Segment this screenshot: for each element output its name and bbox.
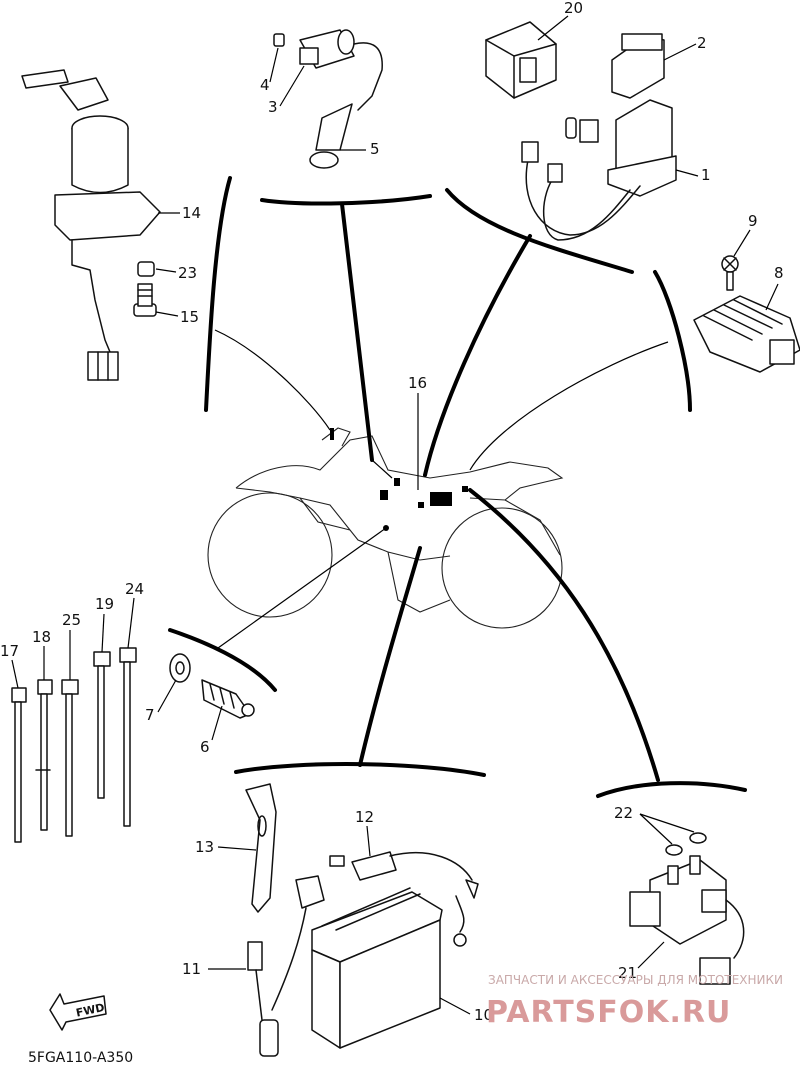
neutral-switch-part (169, 653, 255, 719)
part-label-12: 12 (355, 808, 374, 826)
part-label-13: 13 (195, 838, 214, 856)
part-label-1: 1 (701, 166, 711, 184)
diagram-code: 5FGA110-A350 (28, 1050, 133, 1065)
part-label-6: 6 (200, 738, 210, 756)
part-label-10: 10 (474, 1006, 493, 1024)
part-label-17: 17 (0, 642, 19, 660)
battery-part (311, 851, 479, 1049)
part-label-19: 19 (95, 595, 114, 613)
watermark-subtitle: ЗАПЧАСТИ И АКСЕССУАРЫ ДЛЯ МОТОТЕХНИКИ (488, 973, 783, 987)
part-label-23: 23 (178, 264, 197, 282)
part-label-7: 7 (145, 706, 155, 724)
part-label-2: 2 (697, 34, 707, 52)
part-label-5: 5 (370, 140, 380, 158)
watermark: ЗАПЧАСТИ И АКСЕССУАРЫ ДЛЯ МОТОТЕХНИКИ PA… (486, 973, 783, 1030)
part-label-24: 24 (125, 580, 144, 598)
rectifier-part (693, 255, 800, 373)
part-label-16: 16 (408, 374, 427, 392)
cdi-unit-part (521, 99, 677, 241)
fwd-label: FWD (75, 1001, 106, 1020)
battery-band-part (245, 783, 277, 913)
cable-ties-parts (11, 647, 137, 843)
connector-part (611, 33, 665, 99)
part-label-9: 9 (748, 212, 758, 230)
part-label-15: 15 (180, 308, 199, 326)
forward-arrow-icon: FWD (49, 993, 107, 1031)
main-switch-part (21, 69, 161, 381)
part-label-11: 11 (182, 960, 201, 978)
part-label-4: 4 (260, 76, 270, 94)
starter-relay-part (629, 832, 745, 985)
nut-bolt-parts (133, 261, 157, 317)
part-label-22: 22 (614, 804, 633, 822)
part-label-21: 21 (618, 964, 637, 982)
part-label-20: 20 (564, 0, 583, 17)
part-number-labels: 1 2 3 4 5 6 7 8 9 10 11 12 13 14 15 16 1… (0, 0, 784, 1024)
part-label-8: 8 (774, 264, 784, 282)
callout-lines (168, 176, 747, 798)
part-label-3: 3 (268, 98, 278, 116)
part-label-14: 14 (182, 204, 201, 222)
part-label-18: 18 (32, 628, 51, 646)
relay-part (485, 21, 557, 99)
motorcycle-outline (207, 427, 564, 629)
part-label-25: 25 (62, 611, 81, 629)
fuse-holder-part (247, 875, 325, 1057)
ignition-coil-part (273, 29, 383, 169)
watermark-brand: PARTSFOK.RU (486, 995, 731, 1030)
